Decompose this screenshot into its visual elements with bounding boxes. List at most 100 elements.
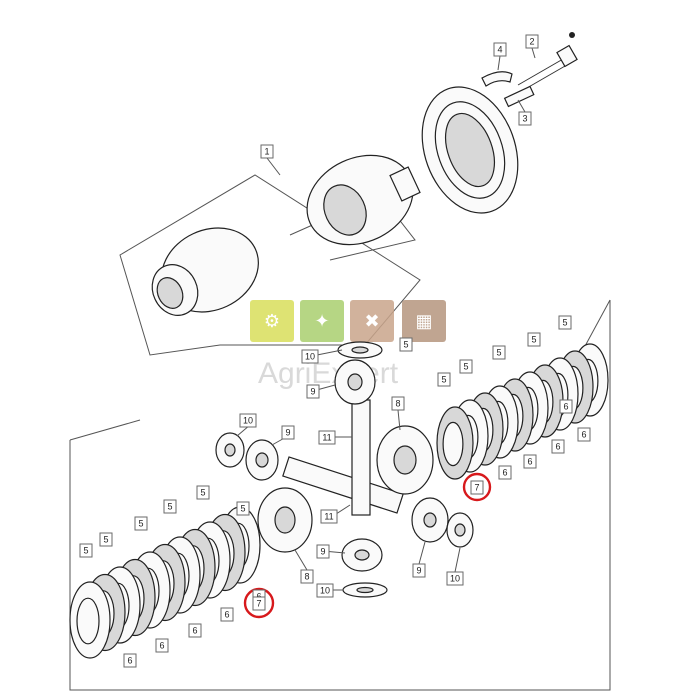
callout-tags: 1 2 3 4 5 5 5 5 5 5 5 5 5 5 5 5 6 6 6 6 … [79,34,591,668]
callout-6: 6 [220,607,234,622]
callout-9: 9 [306,384,320,399]
callout-5: 5 [527,332,541,347]
ring-gear [421,86,519,214]
watermark: ⚙ ✦ ✖ ▦ AgriExpert [250,300,446,390]
pinion-gear-bottom [341,538,383,572]
svg-text:5: 5 [240,504,245,514]
svg-text:5: 5 [531,335,536,345]
svg-text:9: 9 [416,566,421,576]
callout-10: 10 [446,571,464,586]
fence-icon: ▦ [415,311,432,331]
pinion-gear-top [334,359,376,405]
svg-text:5: 5 [403,340,408,350]
callout-8: 8 [391,396,405,411]
callout-8: 8 [300,569,314,584]
svg-text:6: 6 [127,656,132,666]
svg-text:5: 5 [138,519,143,529]
callout-9: 9 [281,425,295,440]
svg-text:4: 4 [497,45,502,55]
pinion-gear-right [411,497,449,543]
callout-1: 1 [260,144,274,159]
svg-text:6: 6 [159,641,164,651]
callout-11: 11 [318,430,336,445]
svg-text:9: 9 [320,547,325,557]
cross-shaft-long [282,456,404,514]
callout-5: 5 [99,532,113,547]
svg-text:6: 6 [555,442,560,452]
svg-text:6: 6 [192,626,197,636]
callout-5: 5 [459,359,473,374]
callout-5: 5 [134,516,148,531]
callout-6: 6 [188,623,202,638]
side-gear-right [376,425,434,495]
callout-7: 7 [252,596,266,611]
callout-6: 6 [123,653,137,668]
callout-5: 5 [492,345,506,360]
callout-5: 5 [236,501,250,516]
svg-text:3: 3 [522,114,527,124]
clutch-disc-bore [442,421,464,467]
svg-text:7: 7 [474,483,479,493]
dowel-pin [503,85,535,108]
callout-4: 4 [493,42,507,57]
svg-text:2: 2 [529,37,534,47]
svg-text:8: 8 [304,572,309,582]
clutch-disc-bore [76,597,100,645]
svg-text:6: 6 [502,468,507,478]
bolt [517,32,578,93]
svg-text:1: 1 [264,147,269,157]
callout-2: 2 [525,34,539,49]
thrust-washer-bottom [342,582,388,598]
svg-text:5: 5 [83,546,88,556]
svg-text:6: 6 [581,430,586,440]
highlight-circles [243,472,492,619]
callout-9: 9 [412,563,426,578]
callout-5: 5 [399,337,413,352]
svg-text:5: 5 [562,318,567,328]
watermark-tile-hammer [350,300,394,342]
callout-6: 6 [577,427,591,442]
highlight-circle-right [462,472,492,502]
callout-11: 11 [320,509,338,524]
svg-text:6: 6 [224,610,229,620]
svg-text:9: 9 [310,387,315,397]
svg-text:5: 5 [167,502,172,512]
callout-5: 5 [558,315,572,330]
callout-3: 3 [518,111,532,126]
pinion-gear-left [245,439,279,481]
callout-6: 6 [523,454,537,469]
watermark-tile-fence [402,300,446,342]
watermark-tile-tools [300,300,344,342]
svg-text:8: 8 [395,399,400,409]
callout-6: 6 [155,638,169,653]
svg-text:10: 10 [305,352,315,362]
callout-10: 10 [301,349,319,364]
callout-10: 10 [316,583,334,598]
svg-text:9: 9 [285,428,290,438]
tractor-icon: ⚙ [264,311,280,331]
callout-5: 5 [163,499,177,514]
svg-text:11: 11 [322,433,331,443]
svg-text:10: 10 [243,416,253,426]
lock-plate [481,71,513,87]
differential-case-right-half [306,154,421,246]
callout-6: 6 [559,399,573,414]
callout-6: 6 [551,439,565,454]
callout-10: 10 [239,413,257,428]
differential-case-left-half [151,227,259,316]
callout-5: 5 [196,485,210,500]
highlight-circle-left [243,587,275,619]
thrust-washer-left [215,432,245,468]
svg-text:6: 6 [563,402,568,412]
tools-wrench-icon: ✦ [314,311,329,331]
svg-text:5: 5 [103,535,108,545]
callout-6: 6 [498,465,512,480]
callout-5: 5 [437,372,451,387]
callout-9: 9 [316,544,330,559]
thrust-washer-right [446,512,474,548]
svg-text:7: 7 [256,599,261,609]
svg-text:10: 10 [320,586,330,596]
watermark-brand-text: AgriExpert [258,357,399,390]
thrust-washer-top [337,341,383,359]
callout-5: 5 [79,543,93,558]
